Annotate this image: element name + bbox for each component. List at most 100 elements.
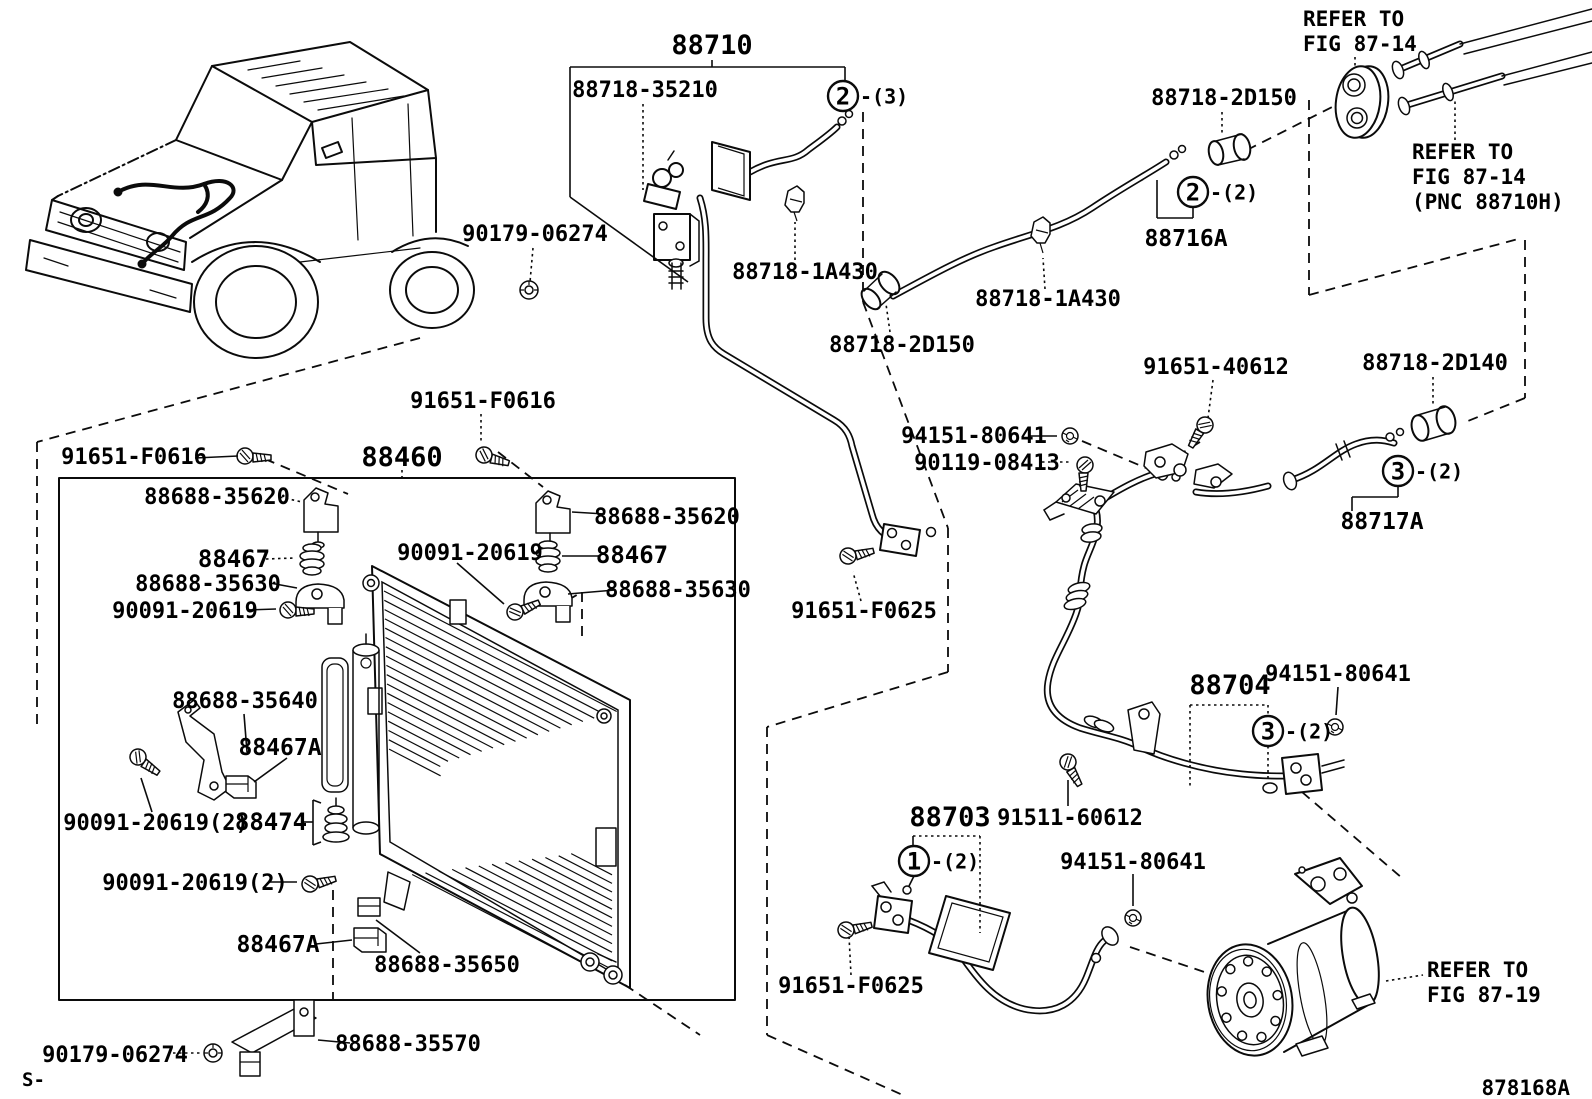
compressor-manifold: [1294, 857, 1363, 905]
callout-2-right-number: 2: [1186, 179, 1200, 207]
bolt-90091-20619-2a: [126, 745, 165, 780]
zone-boundaries: [36, 100, 1526, 1097]
part-label-91651-40612: 91651-40612: [1143, 355, 1289, 380]
leader-lines-dotted: [173, 57, 1456, 1054]
tube-flange: [870, 881, 913, 934]
part-label-91651-F0625-mid: 91651-F0625: [791, 599, 937, 624]
bolt-91651-40612: [1184, 413, 1217, 453]
part-label-88688-35640: 88688-35640: [172, 689, 318, 714]
clamp-88718-1A430-left: [784, 185, 805, 222]
nut-94151-80641-a: [1061, 427, 1079, 445]
bracket-88688-35650: [357, 871, 411, 917]
part-label-88467-right: 88467: [596, 541, 668, 569]
condenser-fins-lower: [411, 853, 613, 979]
clamp-88467A-2: [353, 927, 387, 953]
callout-3-lower-count: -(2): [1285, 720, 1333, 744]
part-label-90119-08413: 90119-08413: [914, 451, 1060, 476]
callout-2-top-number: 2: [836, 83, 850, 111]
part-label-88467A-1: 88467A: [238, 735, 321, 761]
compressor-pulley: [1206, 943, 1294, 1057]
part-label-94151-80641-c: 94151-80641: [1265, 662, 1411, 687]
part-label-88467-left: 88467: [198, 545, 270, 573]
part-label-refer-btm-line2: FIG 87-19: [1427, 983, 1541, 1007]
cushion-88467-left: [299, 543, 325, 576]
cushion-88474: [322, 797, 350, 843]
callout-1-count: -(2): [931, 850, 979, 874]
part-label-94151-80641-b: 94151-80641: [1060, 850, 1206, 875]
tube-plate: [928, 895, 1011, 971]
ac-harness-highlight: [113, 178, 236, 269]
pipe-valve-fitting: [643, 150, 684, 210]
part-label-91511-60612: 91511-60612: [997, 806, 1143, 831]
part-label-88688-35620-left: 88688-35620: [144, 485, 290, 510]
callout-2-right: 2-(2): [1176, 175, 1258, 209]
part-label-91651-F0616-left: 91651-F0616: [61, 445, 207, 470]
bolt-90119-08413: [1076, 456, 1094, 492]
fitting-88718-2D150-upper: [1207, 133, 1252, 166]
liquid-tube-88717A: [1282, 405, 1457, 491]
cushion-88467-right: [535, 540, 561, 573]
part-label-refer-mid-line3: (PNC 88710H): [1412, 190, 1564, 214]
quantity-callouts: 2-(3)2-(2)3-(2)3-(2)1-(2): [826, 79, 1463, 878]
bracket-88688-35620-left: [303, 487, 339, 549]
part-label-90179-06274-btm: 90179-06274: [42, 1043, 188, 1068]
part-label-90179-06274-top: 90179-06274: [462, 222, 608, 247]
suction-hose-88704: [1042, 443, 1345, 795]
callout-3-upper-count: -(2): [1415, 460, 1463, 484]
part-label-88704: 88704: [1189, 670, 1270, 701]
part-label-90091-20619-left: 90091-20619: [112, 599, 258, 624]
part-label-94151-80641-a: 94151-80641: [901, 424, 1047, 449]
fitting-88718-2D140: [1410, 405, 1457, 442]
part-label-90091-20619-mid: 90091-20619: [397, 541, 543, 566]
compressor: [1206, 857, 1380, 1057]
washer-90179-06274-top: [519, 280, 539, 300]
bolt-91651-F0625-btm: [835, 914, 874, 941]
part-label-88718-35210: 88718-35210: [572, 78, 718, 103]
part-label-refer-top-line1: REFER TO: [1303, 7, 1404, 31]
condenser-assembly-box: [58, 477, 736, 1001]
part-label-sheet-prefix: S-: [22, 1069, 45, 1091]
pipe-flange-end: [879, 523, 937, 557]
part-label-88718-1A430-left: 88718-1A430: [732, 260, 878, 285]
part-label-refer-mid-line2: FIG 87-14: [1412, 165, 1526, 189]
bracket-88688-35630-right: [523, 581, 573, 623]
receiver-drier: [352, 633, 380, 835]
bracket-88688-35630-left: [295, 583, 345, 625]
pipe-bracket-88718-35210: [653, 213, 700, 290]
part-label-88718-2D150-mid: 88718-2D150: [829, 333, 975, 358]
part-label-91651-F0625-btm: 91651-F0625: [778, 974, 924, 999]
part-label-88688-35630-left: 88688-35630: [135, 572, 281, 597]
vehicle-sketch: [25, 41, 475, 359]
clamp-88718-1A430-right: [1030, 216, 1051, 254]
condenser-fins-upper: [383, 590, 617, 777]
part-label-88718-1A430-right: 88718-1A430: [975, 287, 1121, 312]
side-deflector: [321, 657, 349, 793]
bolt-91511-60612: [1056, 750, 1089, 790]
nut-94151-80641-b: [1124, 909, 1142, 927]
bracket-88688-35640: [177, 699, 231, 801]
part-label-88688-35650: 88688-35650: [374, 953, 520, 978]
hose-bracket-tab: [1127, 701, 1161, 755]
hose-bracket-plate: [1042, 483, 1115, 521]
part-label-88703: 88703: [909, 802, 990, 833]
callout-1-number: 1: [907, 848, 921, 876]
part-label-88474: 88474: [235, 808, 307, 836]
pipe-joint-cluster: [1143, 443, 1233, 489]
tube-stubs-refer-fig8714: [1391, 8, 1592, 116]
part-label-refer-mid-line1: REFER TO: [1412, 140, 1513, 164]
part-label-88717A: 88717A: [1340, 509, 1423, 535]
callout-3-upper: 3-(2): [1381, 454, 1463, 488]
condenser-core-88460: [362, 565, 631, 989]
bolt-91651-F0616-left: [236, 447, 272, 465]
part-label-figure-code: 878168A: [1481, 1076, 1570, 1099]
part-label-refer-top-line2: FIG 87-14: [1303, 32, 1417, 56]
callout-2-top: 2 -(3): [826, 79, 908, 113]
part-label-90091-20619-2b: 90091-20619(2): [102, 871, 287, 896]
condenser-fitting-block: [580, 952, 623, 985]
part-label-88710: 88710: [671, 30, 752, 61]
clamp-88467A-1: [225, 775, 257, 799]
grommet-refer-fig8714: [1334, 65, 1390, 139]
callout-2-top-count: -(3): [860, 85, 908, 109]
part-label-88688-35630-right: 88688-35630: [605, 578, 751, 603]
